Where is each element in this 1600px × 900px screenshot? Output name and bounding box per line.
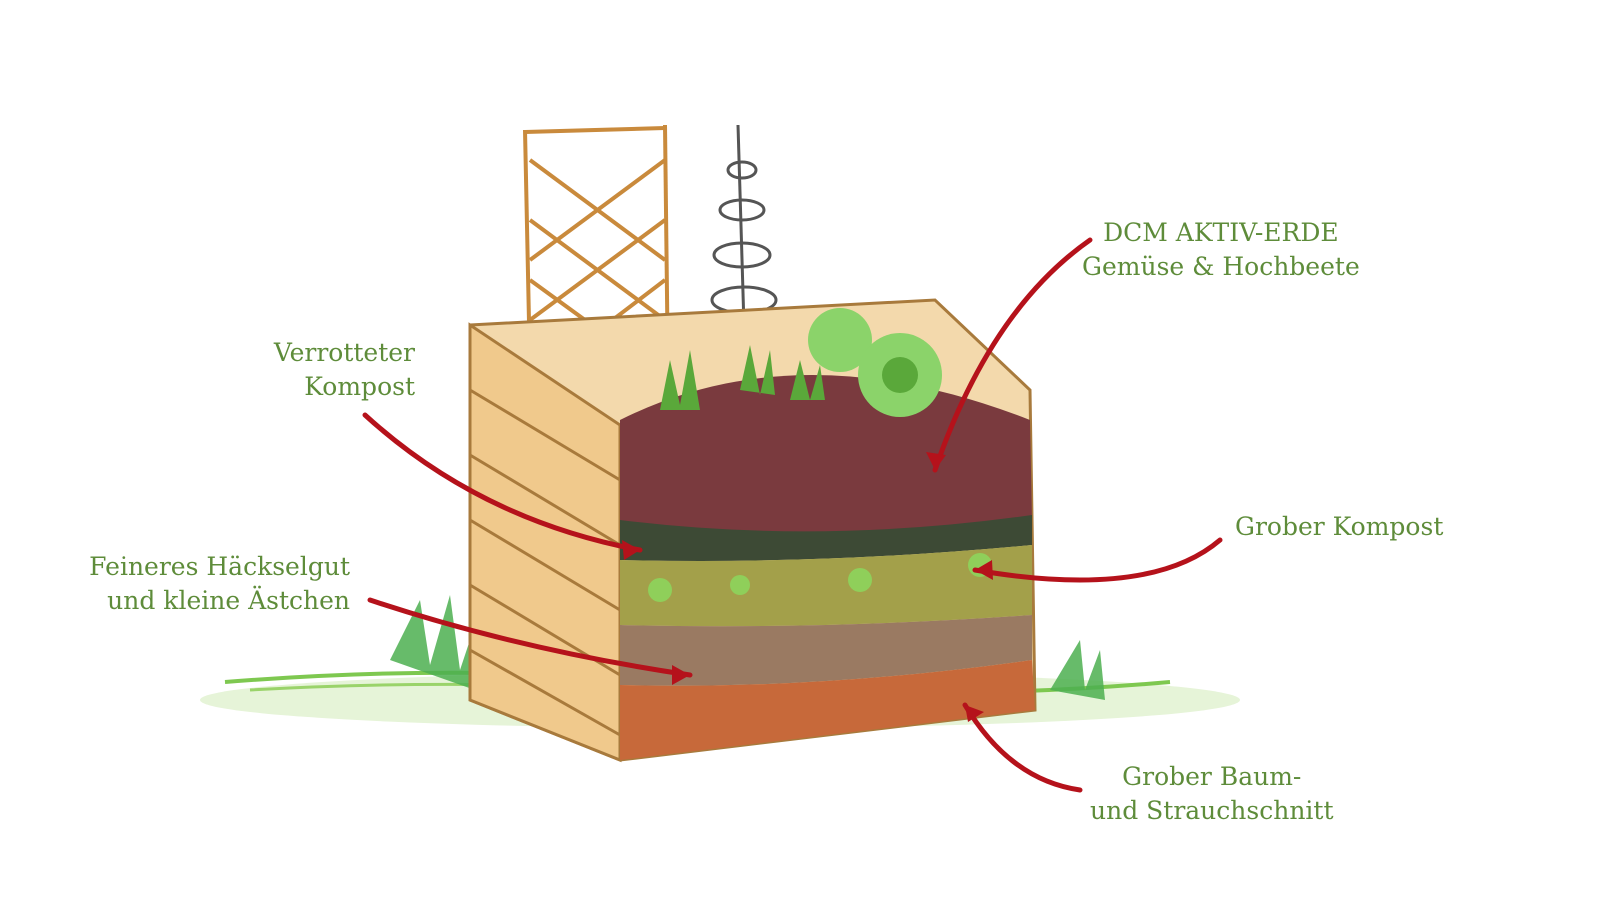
label-top-soil: DCM AKTIV-ERDE Gemüse & Hochbeete (1082, 216, 1360, 284)
label-coarse-cuttings: Grober Baum- und Strauchschnitt (1090, 760, 1334, 828)
label-fine-chips: Feineres Häckselgut und kleine Ästchen (60, 550, 350, 618)
plants (660, 308, 942, 417)
label-top-soil-line1: DCM AKTIV-ERDE (1103, 218, 1339, 247)
coarse-compost-layer (620, 545, 1032, 627)
arrowheads (622, 452, 993, 722)
wood-chips-layer (620, 615, 1032, 686)
label-rotted-compost-line2: Kompost (304, 372, 415, 401)
arrow-coarse-cuttings (962, 702, 1083, 793)
arrow-rotted-compost (362, 412, 643, 553)
label-rotted-compost-line1: Verrotteter (273, 338, 415, 367)
label-fine-chips-line1: Feineres Häckselgut (89, 552, 350, 581)
label-fine-chips-line2: und kleine Ästchen (107, 586, 350, 615)
arrow-coarse-compost (972, 537, 1223, 583)
soil-layer-top (620, 375, 1032, 561)
label-coarse-cuttings-line1: Grober Baum- (1122, 762, 1302, 791)
arrow-fine-chips (367, 597, 693, 678)
label-coarse-compost-line1: Grober Kompost (1235, 512, 1444, 541)
arrow-top-soil (932, 237, 1093, 473)
label-top-soil-line2: Gemüse & Hochbeete (1082, 252, 1360, 281)
label-coarse-cuttings-line2: und Strauchschnitt (1090, 796, 1334, 825)
branch-cuttings-layer (620, 660, 1035, 760)
label-rotted-compost: Verrotteter Kompost (250, 336, 415, 404)
label-coarse-compost: Grober Kompost (1235, 510, 1443, 544)
arrows (362, 237, 1223, 793)
